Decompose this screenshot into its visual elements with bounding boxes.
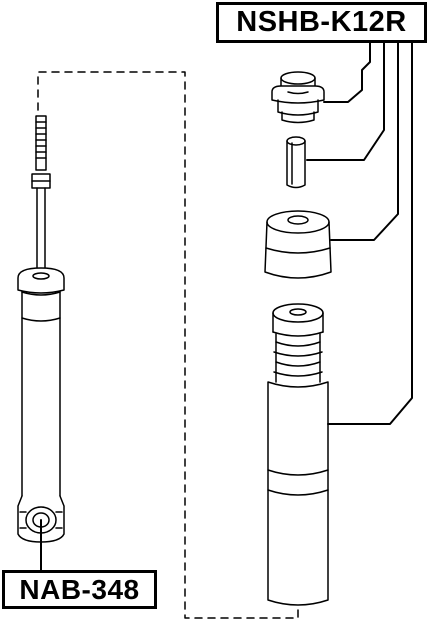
shock-absorber (17, 115, 65, 543)
leader-lines-top (306, 42, 413, 425)
spacer-sleeve (286, 136, 306, 189)
part-number-label-bottom: NAB-348 (2, 570, 157, 609)
rubber-cup (264, 210, 332, 279)
top-mount-bushing (271, 71, 325, 124)
dashed-connector (37, 71, 299, 619)
part-number-label-top: NSHB-K12R (216, 2, 427, 43)
bump-stop-dust-boot (267, 303, 329, 606)
